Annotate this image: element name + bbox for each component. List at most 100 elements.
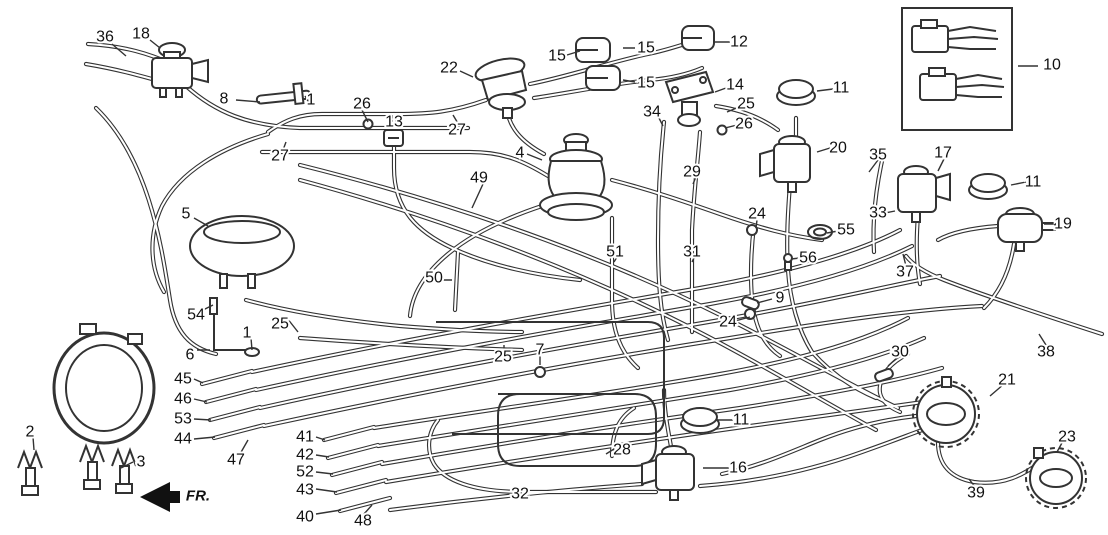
part-label-26: 26 — [735, 116, 753, 133]
component-valve-assembly-4 — [539, 133, 613, 221]
component-joint-30 — [874, 367, 894, 383]
component-connector-10b — [919, 67, 1005, 101]
part-label-13: 13 — [385, 114, 403, 131]
part-label-5: 5 — [182, 206, 191, 223]
component-clip-2 — [17, 451, 43, 496]
part-label-15: 15 — [637, 40, 655, 57]
part-label-24: 24 — [748, 206, 766, 223]
component-bolt-56 — [783, 253, 793, 271]
tube — [393, 113, 581, 281]
tube — [377, 337, 925, 447]
tube — [389, 483, 643, 511]
tube — [721, 415, 917, 475]
tube — [655, 119, 671, 343]
part-label-31: 31 — [683, 244, 701, 261]
part-label-48: 48 — [354, 513, 372, 530]
tube — [323, 426, 391, 512]
tube — [983, 243, 1015, 309]
tube — [811, 351, 877, 399]
part-label-29: 29 — [683, 164, 701, 181]
part-label-21: 21 — [998, 372, 1016, 389]
tube — [454, 251, 459, 311]
part-label-50: 50 — [425, 270, 443, 287]
part-label-15: 15 — [548, 48, 566, 65]
tube — [245, 299, 523, 333]
part-label-20: 20 — [829, 140, 847, 157]
part-label-30: 30 — [891, 344, 909, 361]
component-solenoid-valve-16 — [641, 445, 695, 501]
component-diaphragm-valve-21 — [912, 376, 980, 448]
component-connector-10a — [911, 19, 999, 53]
part-label-38: 38 — [1037, 344, 1055, 361]
part-label-35: 35 — [869, 147, 887, 164]
part-label-4: 4 — [516, 145, 525, 162]
component-cap-11c — [680, 407, 720, 434]
component-cap-11b — [968, 173, 1008, 200]
tube — [937, 441, 1039, 484]
part-label-25: 25 — [737, 96, 755, 113]
connector-inset-box — [901, 7, 1013, 131]
component-clip-26a — [362, 118, 374, 130]
fr-direction-arrow — [140, 482, 180, 512]
part-label-9: 9 — [776, 290, 785, 307]
tube — [935, 223, 1001, 243]
tube — [937, 225, 999, 241]
direction-label: FR. — [186, 488, 210, 505]
tube — [251, 229, 901, 373]
component-valve-19 — [997, 207, 1056, 252]
part-label-11: 11 — [733, 412, 750, 429]
tube — [699, 427, 929, 487]
component-clamp-15b — [585, 65, 621, 91]
component-clip-24a — [746, 224, 758, 236]
part-label-17: 17 — [934, 145, 952, 162]
component-clip-3a — [79, 445, 105, 490]
part-label-7: 7 — [536, 342, 545, 359]
component-mount-ring — [52, 323, 156, 445]
part-label-51: 51 — [606, 244, 624, 261]
center-bracket-plate-inner — [497, 393, 657, 467]
part-label-1: 1 — [307, 92, 316, 109]
component-cap-11a — [776, 79, 816, 106]
part-label-41: 41 — [296, 429, 314, 446]
tube — [905, 255, 1103, 335]
part-label-27: 27 — [448, 122, 466, 139]
tube — [259, 275, 941, 409]
part-label-3: 3 — [137, 454, 146, 471]
part-label-44: 44 — [174, 431, 192, 448]
tube — [715, 105, 779, 131]
part-label-22: 22 — [440, 60, 458, 77]
tube — [381, 367, 943, 465]
component-fitting-8 — [255, 82, 312, 106]
component-canister-5 — [189, 215, 295, 289]
part-label-46: 46 — [174, 391, 192, 408]
part-label-27: 27 — [271, 148, 289, 165]
tube — [691, 131, 701, 333]
part-label-36: 36 — [96, 29, 114, 46]
component-solenoid-valve-18 — [151, 42, 209, 98]
part-label-6: 6 — [186, 347, 195, 364]
tubes-core-layer — [85, 39, 1103, 512]
tube — [935, 439, 1041, 485]
tube — [299, 164, 899, 409]
tube — [267, 99, 487, 133]
tube — [409, 204, 546, 317]
component-bracket-valve-14 — [664, 70, 715, 127]
component-check-valve-13 — [383, 129, 404, 147]
part-label-11: 11 — [1025, 174, 1042, 191]
part-label-47: 47 — [227, 452, 245, 469]
tube — [261, 151, 549, 177]
part-label-33: 33 — [869, 205, 887, 222]
part-label-8: 8 — [220, 91, 229, 108]
tube — [255, 245, 913, 391]
tube — [697, 425, 931, 489]
part-label-1: 1 — [243, 325, 252, 342]
tube — [373, 317, 909, 429]
part-label-2: 2 — [26, 424, 35, 441]
part-label-19: 19 — [1054, 216, 1072, 233]
part-label-11: 11 — [833, 80, 850, 97]
part-label-23: 23 — [1058, 429, 1076, 446]
component-bolt-7 — [534, 366, 546, 378]
component-clip-3b — [111, 449, 137, 494]
leader-lines — [32, 39, 1064, 494]
